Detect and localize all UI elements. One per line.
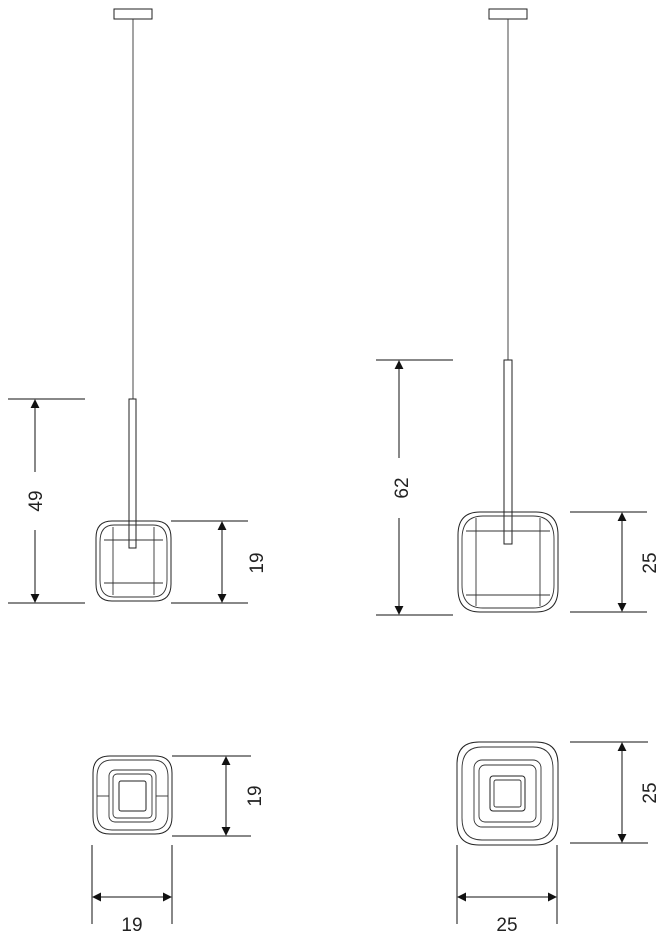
large-ceiling-canopy xyxy=(488,8,528,20)
large-stem xyxy=(503,359,513,545)
dimension-label-small-overall-height: 49 xyxy=(26,490,47,511)
dimension-label-large-top-depth: 25 xyxy=(640,782,659,803)
small-stem xyxy=(128,398,137,549)
dimension-large-top-depth: 25 xyxy=(570,741,659,844)
dimension-label-small-shade-height: 19 xyxy=(247,552,268,573)
dimension-label-large-top-width: 25 xyxy=(496,915,517,936)
dimension-large-overall-height: 62 xyxy=(376,359,453,616)
dimension-label-small-top-width: 19 xyxy=(121,915,142,936)
dimension-small-top-depth: 19 xyxy=(172,755,266,837)
dimension-small-shade-height: 19 xyxy=(171,520,268,604)
dimension-label-large-shade-height: 25 xyxy=(640,552,659,573)
dimension-label-small-top-depth: 19 xyxy=(245,785,266,806)
small-pendant-front-view xyxy=(95,8,172,602)
dimension-label-large-overall-height: 62 xyxy=(392,477,413,498)
dimension-small-top-width: 19 xyxy=(91,845,173,936)
small-pendant-top-view xyxy=(92,755,173,835)
dimension-small-overall-height: 49 xyxy=(8,398,85,604)
large-pendant-front-view xyxy=(457,8,559,613)
small-shade xyxy=(95,520,172,602)
dimension-large-top-width: 25 xyxy=(456,845,558,936)
small-ceiling-canopy xyxy=(113,8,153,20)
large-shade xyxy=(457,511,559,613)
dimension-large-shade-height: 25 xyxy=(570,511,659,613)
large-pendant-top-view xyxy=(456,741,559,846)
